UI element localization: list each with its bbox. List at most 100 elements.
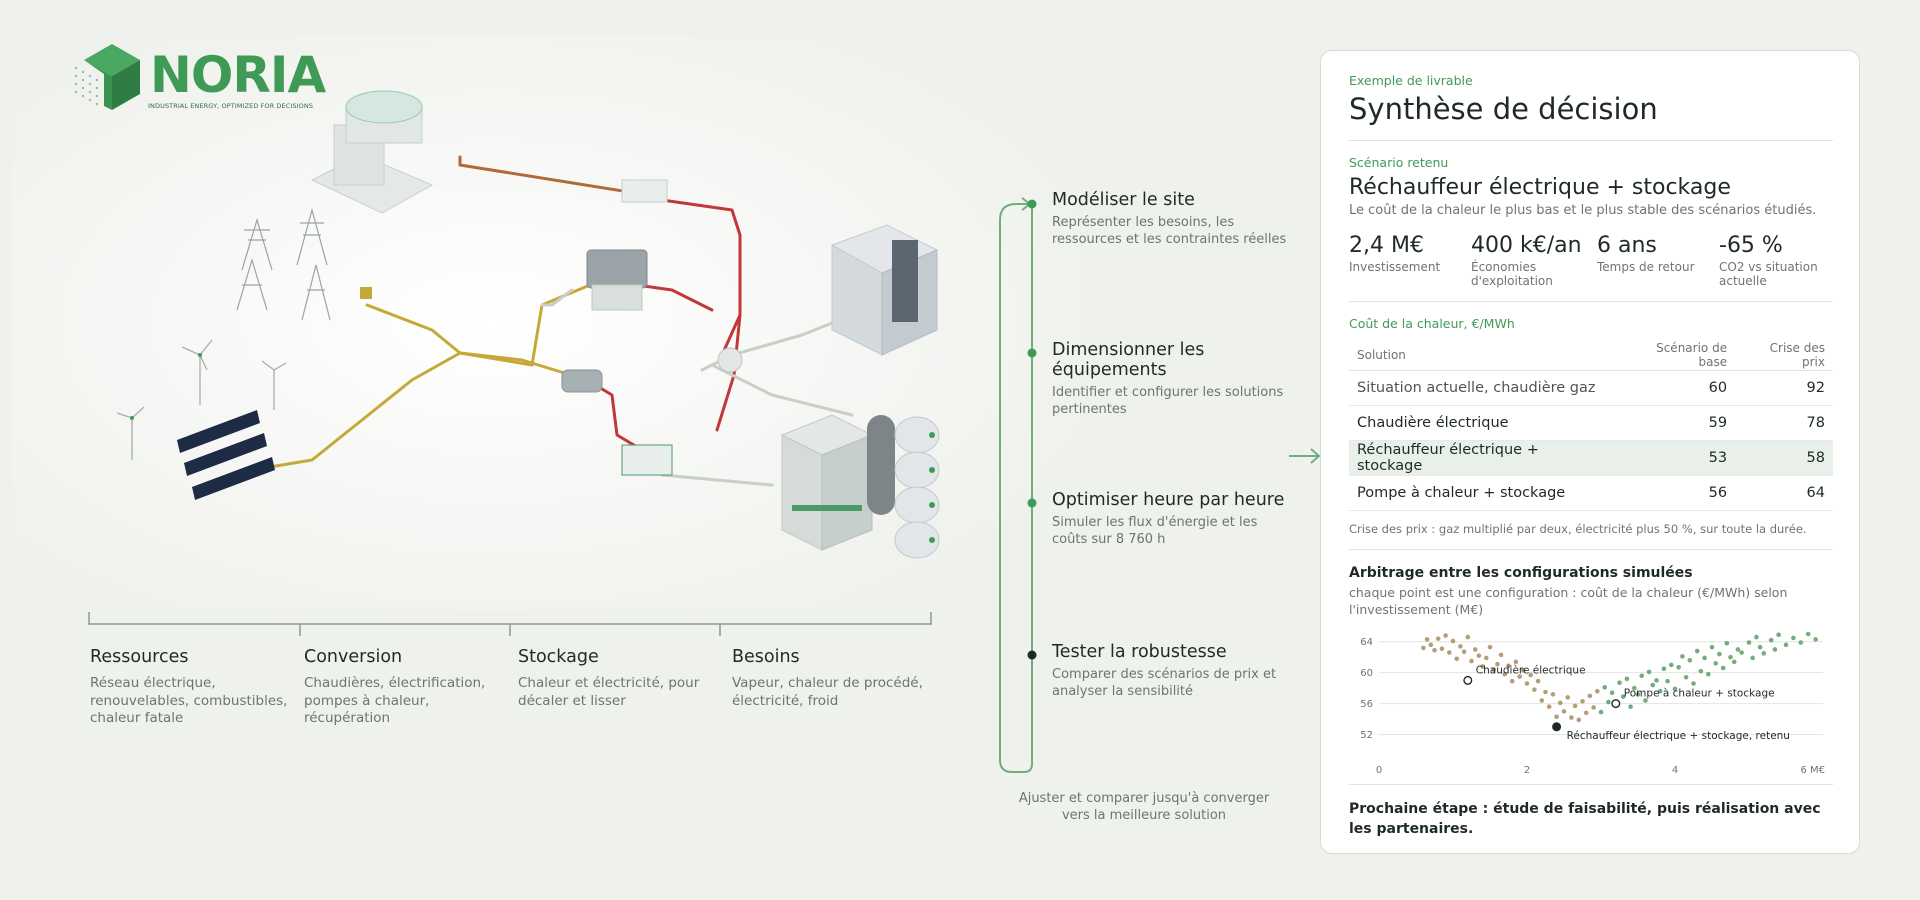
scatter-point	[1498, 652, 1504, 657]
metric-co2: -65 % CO2 vs situation actuelle	[1719, 233, 1839, 288]
scatter-point	[1657, 688, 1663, 694]
scatter-point	[1558, 700, 1563, 705]
scatter-point	[1728, 654, 1733, 659]
noria-logo: NORIA INDUSTRIAL ENERGY, OPTIMIZED FOR D…	[72, 44, 326, 116]
point-label: Pompe à chaleur + stockage	[1624, 687, 1775, 699]
scatter-point	[1554, 713, 1559, 719]
category-title: Stockage	[518, 647, 599, 667]
scatter-point	[1791, 635, 1796, 640]
scatter-point	[1509, 678, 1515, 683]
process-steps: Modéliser le site Représenter les besoin…	[996, 190, 1296, 830]
metric-label: Temps de retour	[1597, 260, 1695, 274]
metric-investment: 2,4 M€ Investissement	[1349, 233, 1469, 274]
scatter-point	[1698, 668, 1704, 673]
step-dot	[1027, 199, 1037, 209]
scatter-point	[1609, 689, 1615, 695]
scatter-point	[1805, 631, 1811, 636]
scatter-point	[1783, 642, 1789, 647]
chart-title: Arbitrage entre les configurations simul…	[1349, 564, 1693, 581]
scatter-point	[1661, 666, 1667, 671]
table-note: Crise des prix : gaz multiplié par deux,…	[1349, 521, 1807, 536]
scatter-point	[1587, 693, 1593, 698]
cell-solution: Chaudière électrique	[1349, 405, 1616, 441]
scatter-point	[1776, 631, 1781, 637]
scatter-point	[1472, 646, 1478, 652]
scatter-point	[1694, 648, 1700, 653]
cell-solution: Pompe à chaleur + stockage	[1349, 475, 1616, 511]
scatter-point	[1669, 662, 1674, 667]
table-row-selected: Réchauffeur électrique + stockage 53 58	[1349, 440, 1833, 476]
category-desc: Réseau électrique, renouvelables, combus…	[90, 675, 288, 726]
chart-desc: chaque point est une configuration : coû…	[1349, 584, 1788, 617]
y-tick-label: 52	[1360, 730, 1373, 741]
scenario-label: Scénario retenu	[1349, 155, 1449, 170]
scatter-point	[1676, 664, 1681, 670]
highlight-point	[1463, 675, 1473, 685]
power-pylons-icon	[236, 207, 331, 321]
scatter-point	[1591, 704, 1596, 710]
cooling-tower-icon	[310, 90, 434, 214]
highlight-point	[1552, 721, 1562, 731]
y-tick-label: 56	[1360, 699, 1373, 710]
scatter-point	[1650, 682, 1656, 687]
scatter-point	[1683, 674, 1689, 680]
scatter-point	[1421, 645, 1426, 650]
cell-crisis: 64	[1735, 475, 1833, 511]
x-tick-label: 6 M€	[1800, 765, 1825, 776]
scatter-point	[1517, 673, 1522, 679]
scatter-point	[1487, 644, 1493, 649]
scatter-point	[1439, 645, 1445, 651]
scatter-point	[1424, 636, 1430, 642]
scatter-point	[1491, 666, 1496, 672]
x-tick-label: 0	[1376, 765, 1382, 776]
highlight-point	[1611, 698, 1621, 708]
divider	[1349, 140, 1833, 141]
scatter-point	[1561, 708, 1567, 714]
table-header-row: Solution Scénario de base Crise des prix	[1349, 340, 1833, 371]
arrow-right-icon	[1289, 448, 1321, 464]
cell-base: 56	[1615, 475, 1736, 511]
step-robustness: Tester la robustesse Comparer des scénar…	[1052, 642, 1292, 700]
scatter-point	[1754, 634, 1759, 639]
scatter-point	[1458, 643, 1463, 649]
scatter-point	[1735, 646, 1741, 652]
process-footer: Ajuster et comparer jusqu'à converger ve…	[1018, 791, 1270, 823]
scatter-point	[1717, 651, 1722, 656]
step-title: Dimensionner les équipements	[1052, 340, 1205, 380]
scatter-point	[1432, 647, 1437, 653]
scatter-point	[1750, 655, 1755, 660]
scatter-point	[1569, 714, 1574, 720]
metric-value: 400 k€/an	[1471, 233, 1582, 258]
step-desc: Identifier et configurer les solutions p…	[1052, 385, 1284, 417]
metric-payback: 6 ans Temps de retour	[1597, 233, 1717, 274]
scatter-point	[1691, 680, 1696, 686]
scatter-point	[1606, 699, 1611, 704]
process-loop-line	[999, 197, 1037, 773]
scatter-point	[1572, 703, 1578, 708]
scatter-point	[1546, 703, 1552, 709]
step-desc: Simuler les flux d'énergie et les coûts …	[1052, 515, 1258, 547]
scatter-point	[1687, 657, 1693, 663]
cube-logo-icon	[74, 44, 140, 110]
scatter-point	[1620, 693, 1626, 699]
scatter-point	[1672, 686, 1678, 691]
scatter-point	[1476, 652, 1482, 658]
scatter-point	[1680, 653, 1685, 659]
scatter-point	[1428, 642, 1434, 647]
category-ressources: Ressources Réseau électrique, renouvelab…	[90, 646, 290, 728]
scatter-point	[1702, 655, 1707, 660]
scatter-point	[1665, 678, 1670, 683]
step-title: Modéliser le site	[1052, 190, 1195, 210]
step-title: Optimiser heure par heure	[1052, 490, 1285, 510]
x-tick-label: 4	[1672, 765, 1678, 776]
table-title: Coût de la chaleur, €/MWh	[1349, 316, 1515, 331]
divider	[1349, 548, 1833, 550]
scatter-point	[1521, 667, 1526, 673]
scatter-point	[1480, 663, 1485, 669]
metric-savings: 400 k€/an Économies d'exploitation	[1471, 233, 1591, 288]
scatter-point	[1583, 710, 1589, 715]
next-step: Prochaine étape : étude de faisabilité, …	[1349, 800, 1821, 837]
scatter-point	[1757, 644, 1763, 649]
site-isometric-drawing	[12, 35, 1080, 610]
